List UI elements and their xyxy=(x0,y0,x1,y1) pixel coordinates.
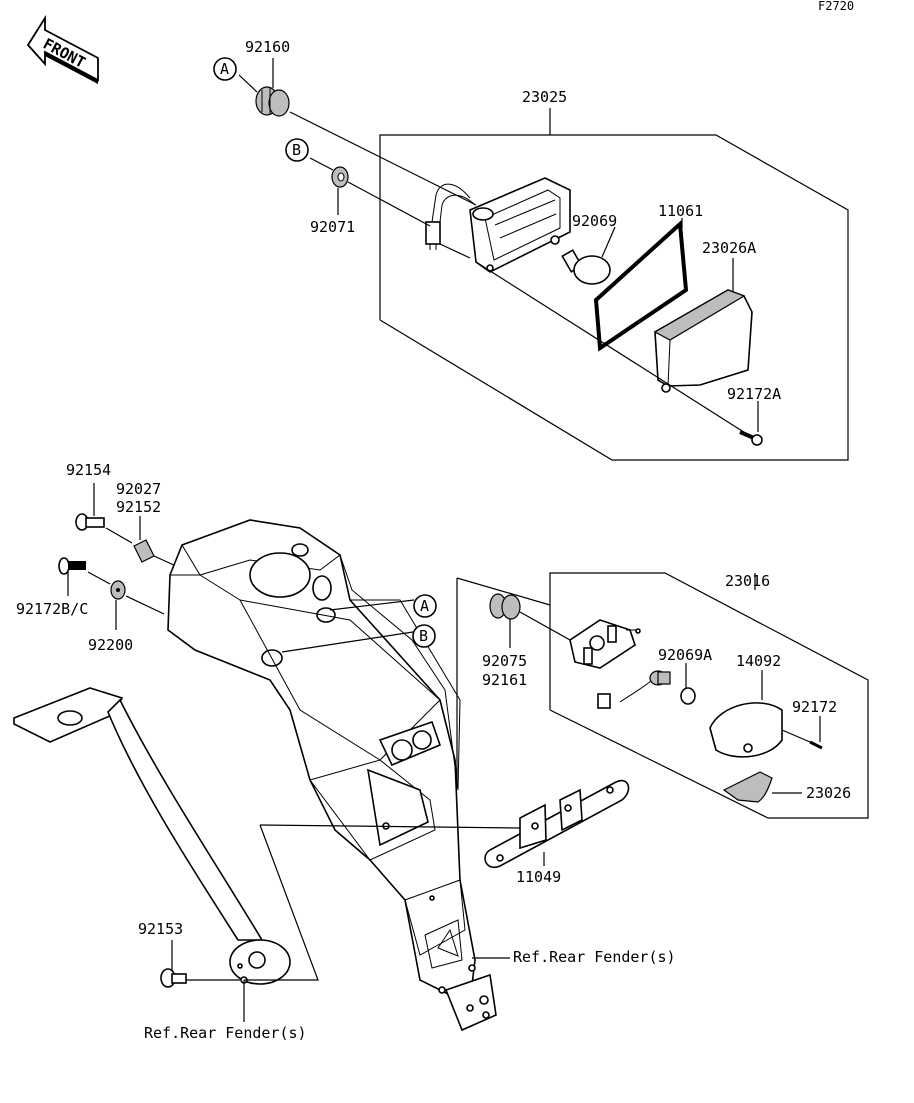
taillight-assembly-23025 xyxy=(379,108,849,461)
label-92069: 92069 xyxy=(572,212,617,230)
figure-id: F2720 xyxy=(818,0,854,13)
lens-23026a xyxy=(653,258,753,393)
bolt-92153 xyxy=(160,940,240,988)
screw-92172a xyxy=(739,401,763,446)
bolt-92172bc xyxy=(58,557,86,596)
ref-leader-lines xyxy=(243,824,510,1022)
bulb-92069a xyxy=(680,663,696,705)
taillight-wiring xyxy=(425,183,476,250)
license-light-socket xyxy=(569,619,641,669)
label-ref-rear-fender-right: Ref.Rear Fender(s) xyxy=(513,948,676,966)
label-ref-rear-fender-bottom: Ref.Rear Fender(s) xyxy=(144,1024,307,1042)
label-92161: 92161 xyxy=(482,671,527,689)
taillight-housing xyxy=(469,177,571,273)
label-92172a: 92172A xyxy=(727,385,781,403)
collar-92152 xyxy=(133,516,177,567)
label-92069a: 92069A xyxy=(658,646,712,664)
label-92153: 92153 xyxy=(138,920,183,938)
label-23026a: 23026A xyxy=(702,239,756,257)
rear-fender-bracket xyxy=(167,519,497,1032)
washer-92071 xyxy=(309,157,471,259)
lens-housing-14092 xyxy=(709,670,783,758)
label-11061: 11061 xyxy=(658,202,703,220)
callout-a-bracket: A xyxy=(329,594,437,618)
label-92152: 92152 xyxy=(116,498,161,516)
bolt-92154 xyxy=(75,483,133,544)
label-92200: 92200 xyxy=(88,636,133,654)
rear-fender-stay xyxy=(13,687,291,985)
label-11049: 11049 xyxy=(516,868,561,886)
callout-b-bracket: B xyxy=(281,624,436,653)
label-23026: 23026 xyxy=(806,784,851,802)
label-92027: 92027 xyxy=(116,480,161,498)
label-92154: 92154 xyxy=(66,461,111,479)
front-direction-arrow-icon: FRONT xyxy=(26,14,99,84)
washer-92200 xyxy=(87,571,165,630)
plate-bracket-11049 xyxy=(259,779,630,869)
callout-a-bracket-label: A xyxy=(420,597,429,615)
callout-b-bracket-label: B xyxy=(419,627,428,645)
callout-b-top-label: B xyxy=(292,141,301,159)
label-92172bc: 92172B/C xyxy=(16,600,88,618)
label-92071: 92071 xyxy=(310,218,355,236)
bulb-92069 xyxy=(561,226,616,285)
gasket-11061 xyxy=(593,218,689,352)
grommet-92075-92161 xyxy=(489,593,571,648)
bulb-holder xyxy=(597,670,671,709)
license-light-assembly-23016 xyxy=(456,572,869,819)
lens-23026 xyxy=(722,771,802,803)
callout-a-top: A xyxy=(213,57,237,81)
callout-b-top: B xyxy=(285,138,309,162)
callout-a-top-label: A xyxy=(220,60,229,78)
label-23025: 23025 xyxy=(522,88,567,106)
part-labels: 92160 23025 92071 92069 11061 23026A 921… xyxy=(16,38,851,1042)
label-92075: 92075 xyxy=(482,652,527,670)
label-23016: 23016 xyxy=(725,572,770,590)
screw-92172 xyxy=(781,716,823,750)
grommet-92160 xyxy=(238,58,477,206)
label-92172: 92172 xyxy=(792,698,837,716)
label-14092: 14092 xyxy=(736,652,781,670)
label-92160: 92160 xyxy=(245,38,290,56)
